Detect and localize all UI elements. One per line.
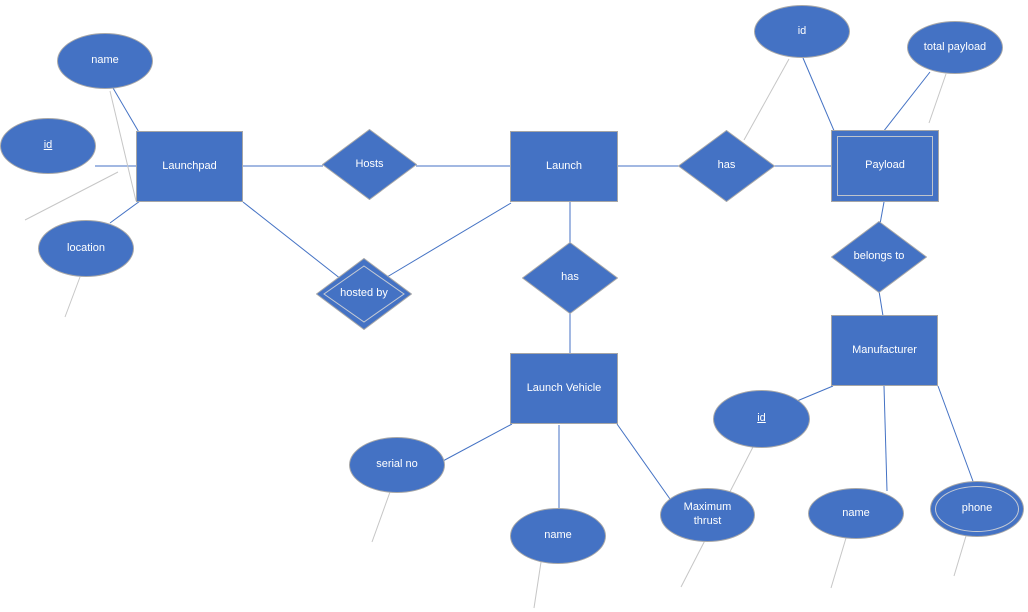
connector-totalpayload-payload: [882, 71, 931, 133]
relationship-hosts[interactable]: Hosts: [322, 129, 417, 200]
attribute-label: serial no: [376, 458, 418, 471]
attribute-manufacturer-phone[interactable]: phone: [930, 481, 1024, 537]
diamond-shape: [316, 258, 412, 330]
attribute-label: id: [43, 139, 53, 152]
attribute-label: location: [67, 241, 105, 254]
leader-line: [830, 537, 847, 589]
relationship-has-launch-payload[interactable]: has: [678, 130, 775, 202]
leader-line: [24, 171, 119, 221]
leader-line: [743, 58, 790, 141]
relationship-has-label: has: [717, 159, 736, 172]
entity-launchpad[interactable]: Launchpad: [136, 131, 243, 202]
entity-manufacturer-label: Manufacturer: [852, 343, 917, 356]
diamond-shape: [831, 221, 927, 293]
relationship-hosted-by-label: hosted by: [340, 287, 388, 300]
attribute-label: name: [842, 506, 870, 519]
attribute-label: phone: [961, 502, 993, 515]
diamond-shape: [322, 129, 417, 200]
connector-manufacturer-name: [883, 385, 888, 492]
attribute-label: id: [757, 412, 766, 425]
connector-launchvehicle-serialno: [440, 423, 513, 463]
connector-launchpad-hostedby: [242, 201, 347, 284]
relationship-belongs-to[interactable]: belongs to: [831, 221, 927, 293]
entity-launch-label: Launch: [545, 159, 583, 172]
leader-line: [64, 276, 81, 318]
attribute-launchpad-name[interactable]: name: [57, 33, 153, 89]
attribute-launchpad-location[interactable]: location: [38, 220, 134, 277]
attribute-launch-vehicle-serial-no[interactable]: serial no: [349, 437, 445, 493]
connector-belongsto-manufacturer: [878, 290, 884, 317]
attribute-launch-vehicle-name[interactable]: name: [510, 508, 606, 564]
connector-manufacturer-phone: [937, 385, 975, 485]
attribute-manufacturer-id[interactable]: id: [713, 390, 810, 448]
attribute-payload-total-payload[interactable]: total payload: [907, 21, 1003, 74]
relationship-hosted-by[interactable]: hosted by: [316, 258, 412, 330]
relationship-belongs-to-label: belongs to: [853, 250, 905, 263]
connector-launch-hostedby: [386, 202, 512, 278]
attribute-label: name: [91, 54, 119, 67]
connector-name-launchpad: [112, 87, 141, 135]
attribute-manufacturer-name[interactable]: name: [808, 488, 904, 539]
entity-launchpad-label: Launchpad: [162, 159, 217, 172]
relationship-hosts-label: Hosts: [355, 157, 384, 170]
attribute-label: id: [797, 24, 807, 37]
attribute-payload-id[interactable]: id: [754, 5, 850, 58]
entity-launch-vehicle-label: Launch Vehicle: [526, 381, 602, 394]
connector-launchvehicle-maxthrust: [616, 423, 671, 500]
connector-payload-belongsto: [879, 201, 885, 225]
diamond-shape: [678, 130, 775, 202]
attribute-launchpad-id[interactable]: id: [0, 118, 96, 174]
attribute-label: Maximum thrust: [683, 501, 732, 527]
entity-payload[interactable]: Payload: [831, 130, 939, 202]
leader-line: [953, 535, 967, 577]
attribute-launch-vehicle-maximum-thrust[interactable]: Maximum thrust: [660, 488, 755, 542]
leader-line: [533, 561, 542, 609]
attribute-label: name: [544, 529, 572, 542]
attribute-label: total payload: [923, 40, 987, 53]
entity-manufacturer[interactable]: Manufacturer: [831, 315, 938, 386]
relationship-has2-label: has: [561, 271, 579, 284]
leader-line: [371, 491, 391, 543]
entity-launch-vehicle[interactable]: Launch Vehicle: [510, 353, 618, 424]
leader-line: [928, 73, 947, 124]
entity-payload-label: Payload: [865, 159, 905, 172]
relationship-has-launch-vehicle[interactable]: has: [522, 242, 618, 314]
diamond-shape: [522, 242, 618, 314]
connector-manufacturer-id: [796, 385, 834, 402]
connector-location-launchpad: [109, 200, 141, 224]
leader-line: [109, 90, 137, 202]
connector-id-payload: [802, 57, 836, 134]
entity-launch[interactable]: Launch: [510, 131, 618, 202]
